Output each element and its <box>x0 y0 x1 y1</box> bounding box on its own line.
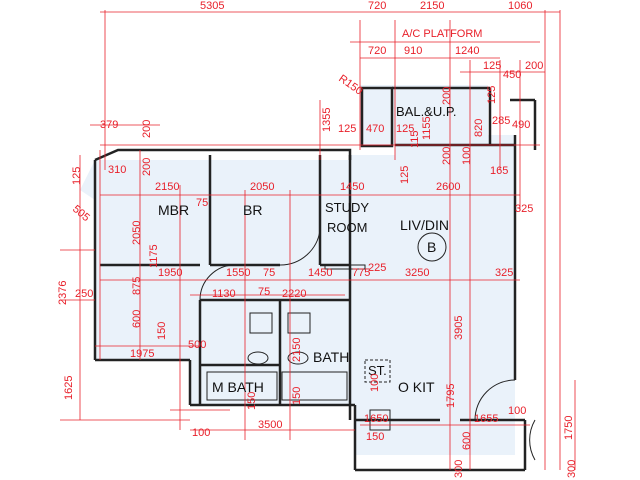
room-kit: O KIT <box>398 379 435 395</box>
top-dim-2: 720 <box>368 0 386 12</box>
dim-150c: 150 <box>366 431 384 443</box>
dim-100a: 100 <box>461 147 473 165</box>
room-mark-b: B <box>427 239 436 255</box>
dim-820: 820 <box>473 119 485 137</box>
dimension-lines <box>60 10 576 470</box>
dim-1655: 1655 <box>474 413 498 425</box>
dim-125e: 125 <box>486 86 498 104</box>
dim-200c: 200 <box>441 147 453 165</box>
dim-125c: 125 <box>71 167 83 185</box>
room-bal: BAL.&U.P. <box>396 104 456 119</box>
dim-3905: 3905 <box>453 316 465 340</box>
dim-1450a: 1450 <box>340 181 364 193</box>
dim-310: 310 <box>108 164 126 176</box>
top-dim-1: 5305 <box>200 0 224 12</box>
top-dim-9: 450 <box>503 69 521 81</box>
dim-2050v: 2050 <box>131 221 143 245</box>
room-study-2: ROOM <box>327 220 367 235</box>
dim-250: 250 <box>75 288 93 300</box>
dim-2600: 2600 <box>436 181 460 193</box>
dim-2376: 2376 <box>57 281 69 305</box>
dim-1175: 1175 <box>148 244 160 268</box>
dim-325b: 325 <box>495 267 513 279</box>
dim-165: 165 <box>490 165 508 177</box>
top-dim-4: 1060 <box>508 0 532 12</box>
dim-75a: 75 <box>196 197 208 209</box>
dim-125b: 125 <box>396 123 414 135</box>
dim-300b: 300 <box>566 460 578 478</box>
dim-1550: 1550 <box>226 267 250 279</box>
dim-325a: 325 <box>515 203 533 215</box>
room-bath: BATH <box>313 349 349 365</box>
dim-2150: 2150 <box>155 181 179 193</box>
room-mbr: MBR <box>158 202 189 218</box>
top-dim-8: 125 <box>483 60 501 72</box>
dim-1750: 1750 <box>563 416 575 440</box>
dim-200d: 200 <box>441 87 453 105</box>
dim-1450b: 1450 <box>308 267 332 279</box>
dim-1650: 1650 <box>364 413 388 425</box>
room-liv-din: LIV/DIN <box>400 217 449 233</box>
dim-125a: 125 <box>338 123 356 135</box>
dim-1950: 1950 <box>158 267 182 279</box>
dim-490: 490 <box>512 119 530 131</box>
dim-200a: 200 <box>141 120 153 138</box>
top-dim-7: 1240 <box>455 45 479 57</box>
dim-505: 505 <box>70 203 92 224</box>
dim-1795: 1795 <box>445 384 457 408</box>
dim-875: 875 <box>131 277 143 295</box>
dim-150a: 150 <box>156 322 168 340</box>
top-dim-3: 2150 <box>420 0 444 12</box>
dim-100b: 100 <box>508 405 526 417</box>
dim-300a: 300 <box>453 460 465 478</box>
dim-200b: 200 <box>141 158 153 176</box>
dim-150b: 150 <box>291 387 303 405</box>
room-m-bath: M BATH <box>212 379 264 395</box>
dim-2220: 2220 <box>282 288 306 300</box>
dim-75b: 75 <box>263 267 275 279</box>
room-st: ST. <box>368 363 387 378</box>
dim-379: 379 <box>100 119 118 131</box>
top-dim-5: 720 <box>368 45 386 57</box>
ac-platform-label: A/C PLATFORM <box>402 28 482 40</box>
room-study-1: STUDY <box>325 200 369 215</box>
room-br: BR <box>243 202 262 218</box>
top-dim-10: 200 <box>525 60 543 72</box>
dim-500: 500 <box>188 339 206 351</box>
dim-775: 775 <box>352 267 370 279</box>
dim-470: 470 <box>366 123 384 135</box>
dim-1130: 1130 <box>212 288 236 300</box>
dim-1355: 1355 <box>321 108 333 132</box>
dim-2050a: 2050 <box>250 181 274 193</box>
fixtures <box>199 229 536 461</box>
dim-600b: 600 <box>461 432 473 450</box>
dim-100c: 100 <box>369 374 381 392</box>
dim-75c: 75 <box>258 286 270 298</box>
dim-1975: 1975 <box>130 348 154 360</box>
dim-115: 115 <box>409 130 421 148</box>
dim-125d: 125 <box>399 166 411 184</box>
top-dim-6: 910 <box>404 45 422 57</box>
dim-100d: 100 <box>192 427 210 439</box>
walls <box>93 86 537 472</box>
dim-600a: 600 <box>131 310 143 328</box>
dim-3500: 3500 <box>258 419 282 431</box>
dim-3250: 3250 <box>405 267 429 279</box>
dim-285: 285 <box>492 115 510 127</box>
dim-2150v: 2150 <box>291 338 303 362</box>
dim-225: 225 <box>368 262 386 274</box>
dim-1625: 1625 <box>63 376 75 400</box>
dim-1155: 1155 <box>421 116 433 140</box>
dim-150d: 150 <box>246 392 258 410</box>
